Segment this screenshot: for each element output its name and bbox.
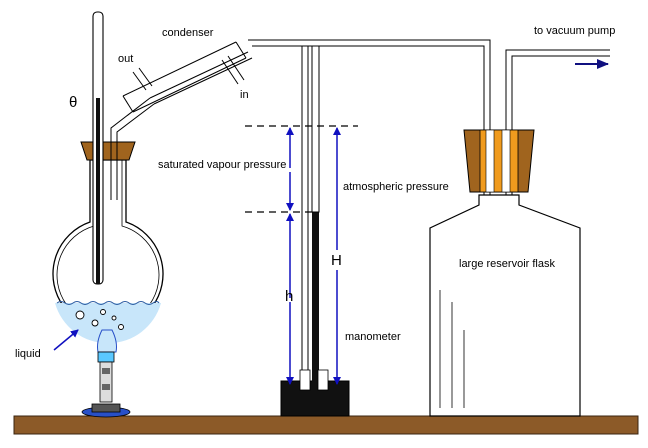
u-tube-manometer-icon: [280, 45, 350, 417]
thermometer-icon: [92, 11, 104, 285]
H-label: H: [331, 252, 342, 269]
liebig-condenser-icon: [122, 41, 253, 113]
h-label: h: [285, 288, 293, 305]
out-label: out: [118, 53, 133, 65]
bunsen-burner-icon: [81, 329, 131, 418]
atmospheric-pressure-label: atmospheric pressure: [343, 181, 449, 193]
flask-cork: [80, 141, 136, 161]
saturated-vapour-pressure-label: saturated vapour pressure: [158, 159, 286, 171]
condenser-label: condenser: [162, 27, 214, 39]
theta-label: θ: [69, 94, 77, 111]
liquid-pointer-arrow: [53, 329, 79, 351]
dimension-arrows: [286, 127, 341, 385]
flask-outlet-tube: [110, 97, 155, 200]
bench: [13, 415, 639, 435]
to-vacuum-pump-label: to vacuum pump: [534, 25, 615, 37]
liquid-label: liquid: [15, 348, 41, 360]
in-label: in: [240, 89, 249, 101]
large-reservoir-flask-label: large reservoir flask: [459, 258, 555, 270]
manometer-label: manometer: [345, 331, 401, 343]
reservoir-bottle-icon: [429, 129, 581, 417]
round-bottom-flask: [52, 159, 164, 344]
